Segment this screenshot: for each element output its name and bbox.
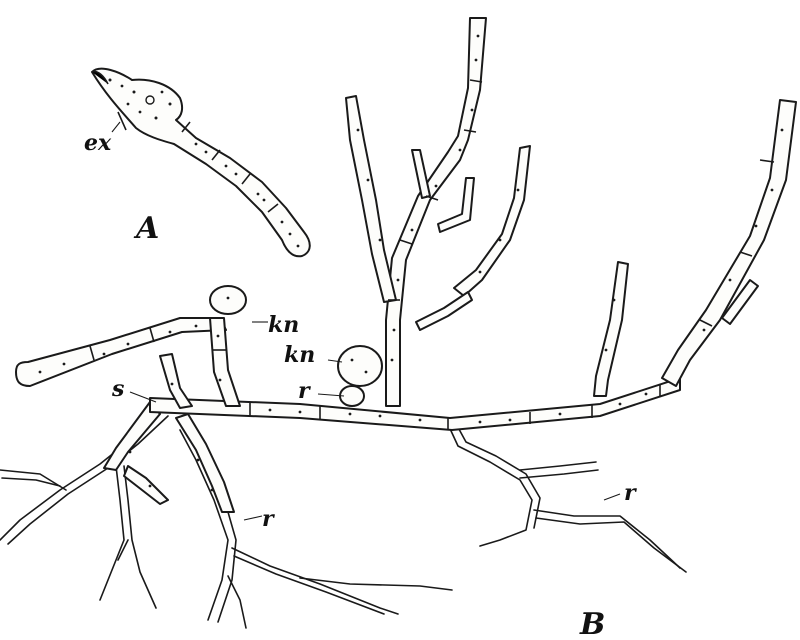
label-r-left: r — [262, 506, 275, 532]
cell-walls — [89, 79, 775, 430]
lower-branch-filament — [103, 401, 161, 471]
s-branch — [159, 353, 193, 409]
figure-a-germinating-spore: ex A — [84, 67, 311, 258]
small-bud-filament — [123, 465, 169, 505]
bud-kn — [337, 345, 383, 387]
right-fork-twig — [721, 279, 759, 325]
chloroplast-granules — [38, 34, 784, 492]
label-b: B — [579, 607, 605, 640]
central-tall-branch — [385, 17, 487, 407]
bud-upper-kn — [209, 285, 247, 315]
label-r-right: r — [624, 480, 637, 506]
twig-middle — [437, 177, 475, 233]
central-side-branch — [345, 95, 397, 303]
spore-with-germ-tube — [91, 67, 311, 258]
rhizoids — [0, 411, 687, 629]
twig-upper-left — [411, 149, 431, 199]
label-r-center: r — [298, 378, 311, 404]
figure-b-protonema: kn kn r s r r B — [0, 17, 797, 640]
label-kn-upper: kn — [268, 312, 299, 338]
label-s: s — [111, 376, 124, 402]
left-vertical-branch — [209, 317, 241, 407]
label-kn-lower: kn — [284, 342, 315, 368]
right-tall-branch — [661, 99, 797, 387]
label-ex: ex — [84, 130, 112, 156]
label-a: A — [133, 211, 159, 246]
lower-side-filament — [175, 413, 235, 513]
twig-right-low — [415, 291, 473, 331]
right-small-twig — [593, 261, 629, 397]
spore-granules — [108, 78, 300, 248]
